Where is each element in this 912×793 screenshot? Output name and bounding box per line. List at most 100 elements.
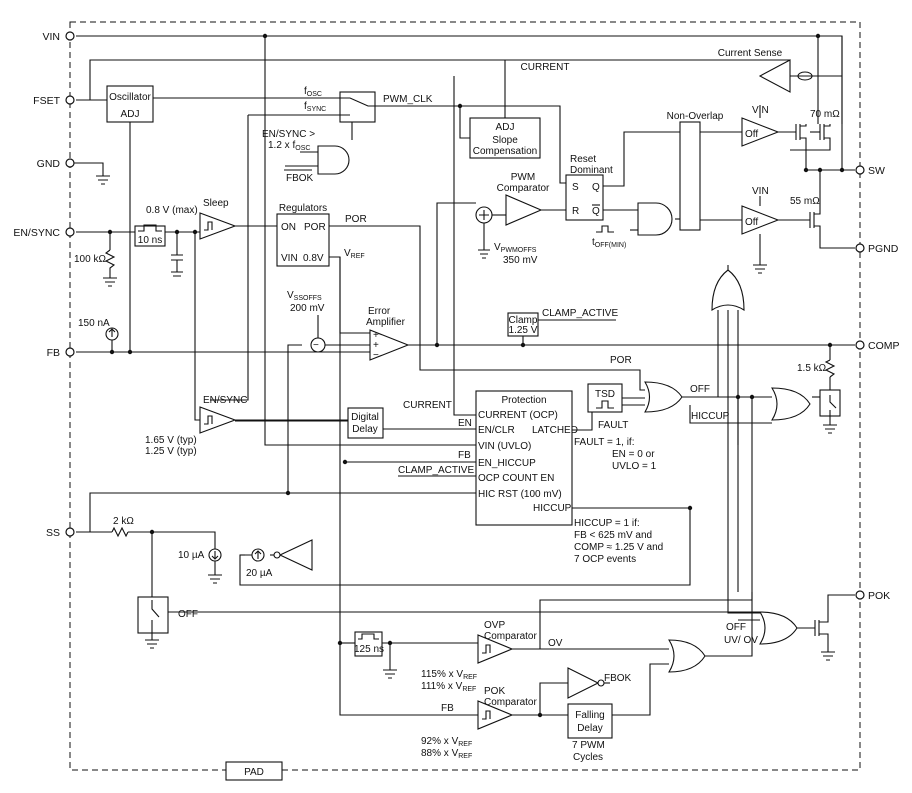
slope-label-2: Compensation — [473, 146, 537, 157]
pok-label-1: POK — [484, 686, 505, 697]
ff-qbar-label: Q — [592, 206, 600, 217]
fb-wire2-label: FB — [441, 703, 454, 714]
current-sense-label: Current Sense — [718, 48, 783, 59]
delay-125ns-block — [354, 631, 383, 657]
fault-note-1: EN = 0 or — [612, 449, 655, 460]
pin-comp-label: COMP — [868, 340, 900, 352]
digital-delay-block — [347, 407, 384, 439]
off3-label: OFF — [726, 622, 746, 633]
clamp-active-top: CLAMP_ACTIVE — [542, 308, 618, 319]
hiccup-note-0: HICCUP = 1 if: — [574, 518, 640, 529]
i-20ua-label: 20 µA — [246, 568, 273, 579]
reg-por-label: POR — [304, 222, 326, 233]
pok-v2: 88% x VREF — [421, 748, 472, 760]
reg-vin-label: VIN — [281, 253, 298, 264]
hiccup-inverter — [278, 539, 313, 571]
mohm-70-label: 70 mΩ — [810, 109, 840, 120]
junction-dots — [107, 33, 845, 718]
pok-v1: 92% x VREF — [421, 736, 472, 748]
prot-port-4: OCP COUNT EN — [478, 473, 554, 484]
error-amplifier — [369, 329, 410, 361]
slope-label-1: Slope — [492, 135, 518, 146]
prot-port-2: VIN (UVLO) — [478, 441, 531, 452]
pok-mosfet — [814, 612, 829, 640]
svg-text:+: + — [373, 340, 379, 351]
svg-text:−: − — [313, 340, 319, 351]
prot-port-0: CURRENT (OCP) — [478, 410, 558, 421]
pin-sw — [855, 165, 865, 175]
current-sense-coil — [797, 71, 813, 81]
off2-label: OFF — [178, 609, 198, 620]
fault-note-0: FAULT = 1, if: — [574, 437, 635, 448]
delay-125ns-label: 125 ns — [354, 644, 384, 655]
off1-label: OFF — [690, 384, 710, 395]
reset-label-1: Reset — [570, 154, 596, 165]
tsd-label: TSD — [595, 389, 615, 400]
mohm-55-label: 55 mΩ — [790, 196, 820, 207]
ls-off-label: Off — [745, 217, 758, 228]
pok-or-gate — [759, 611, 798, 645]
non-overlap-block — [679, 121, 701, 231]
ff-s-label: S — [572, 182, 579, 193]
en-sync-gt-label-2: 1.2 x fOSC — [268, 140, 310, 152]
pins: VIN FSET GND EN/SYNC FB SS SW PGND COMP … — [13, 31, 900, 781]
sleep-comparator — [199, 212, 237, 240]
ff-r-label: R — [572, 206, 579, 217]
high-side-driver — [741, 117, 780, 147]
delay-10ns-label: 10 ns — [138, 235, 162, 246]
reg-08v-label: 0.8V — [303, 253, 324, 264]
pwm-cycles-2: Cycles — [573, 752, 603, 763]
ovp-v2: 111% x VREF — [421, 681, 476, 693]
err-amp-label-2: Amplifier — [366, 317, 406, 328]
ovp-v1: 115% x VREF — [421, 669, 477, 681]
vssoffs-label: VSSOFFS — [287, 290, 322, 302]
ovp-label-1: OVP — [484, 620, 505, 631]
pin-en-sync — [65, 227, 75, 237]
toff-and-gate — [637, 202, 673, 236]
pin-gnd-label: GND — [37, 158, 61, 170]
en-sync-v1: 1.65 V (typ) — [145, 435, 197, 446]
f-sync-label: fSYNC — [304, 101, 326, 113]
pwm-comp-label-2: Comparator — [497, 183, 550, 194]
i-150na-label: 150 nA — [78, 318, 110, 329]
pin-vin-label: VIN — [42, 31, 60, 43]
pin-ss-label: SS — [46, 527, 60, 539]
pin-fb-label: FB — [47, 347, 60, 359]
ic-boundary — [69, 21, 861, 771]
pin-pok — [855, 590, 865, 600]
reset-dominant-flipflop — [565, 174, 604, 221]
clamp-active-mid: CLAMP_ACTIVE — [398, 465, 474, 476]
en-sync-gt-label-1: EN/SYNC > — [262, 129, 315, 140]
oscillator-block — [106, 85, 154, 123]
reset-label-2: Dominant — [570, 165, 613, 176]
reg-on-label: ON — [281, 222, 296, 233]
clock-mux-switch — [339, 91, 376, 123]
resistor-1-5k — [824, 359, 836, 378]
prot-port-3: EN_HICCUP — [478, 458, 536, 469]
en-sync-comparator — [199, 406, 237, 434]
pin-ss — [65, 527, 75, 537]
uv-ov-label: UV/ OV — [724, 635, 758, 646]
comp-or-gate — [771, 387, 811, 421]
ss-discharge-switch — [137, 596, 169, 634]
r-100k-label: 100 kΩ — [74, 254, 106, 265]
pad-box — [225, 761, 283, 781]
por2-label: POR — [610, 355, 632, 366]
resistor-100k — [104, 249, 116, 278]
fbok-inverter — [567, 667, 600, 699]
ovp-label-2: Comparator — [484, 631, 537, 642]
clamp-label-1: Clamp — [509, 315, 538, 326]
pin-vin — [65, 31, 75, 41]
hiccup-note-3: 7 OCP events — [574, 554, 636, 565]
falling-delay-block — [567, 703, 613, 739]
regulators-label: Regulators — [279, 203, 327, 214]
prot-hiccup-label: HICCUP — [533, 503, 572, 514]
non-overlap-label: Non-Overlap — [667, 111, 724, 122]
en-wire-label: EN — [458, 418, 472, 429]
pwm-cycles-1: 7 PWM — [572, 740, 605, 751]
vin-ls-label: VIN — [752, 186, 769, 197]
driver-or-gate — [711, 269, 745, 311]
pok-comparator — [477, 700, 514, 730]
